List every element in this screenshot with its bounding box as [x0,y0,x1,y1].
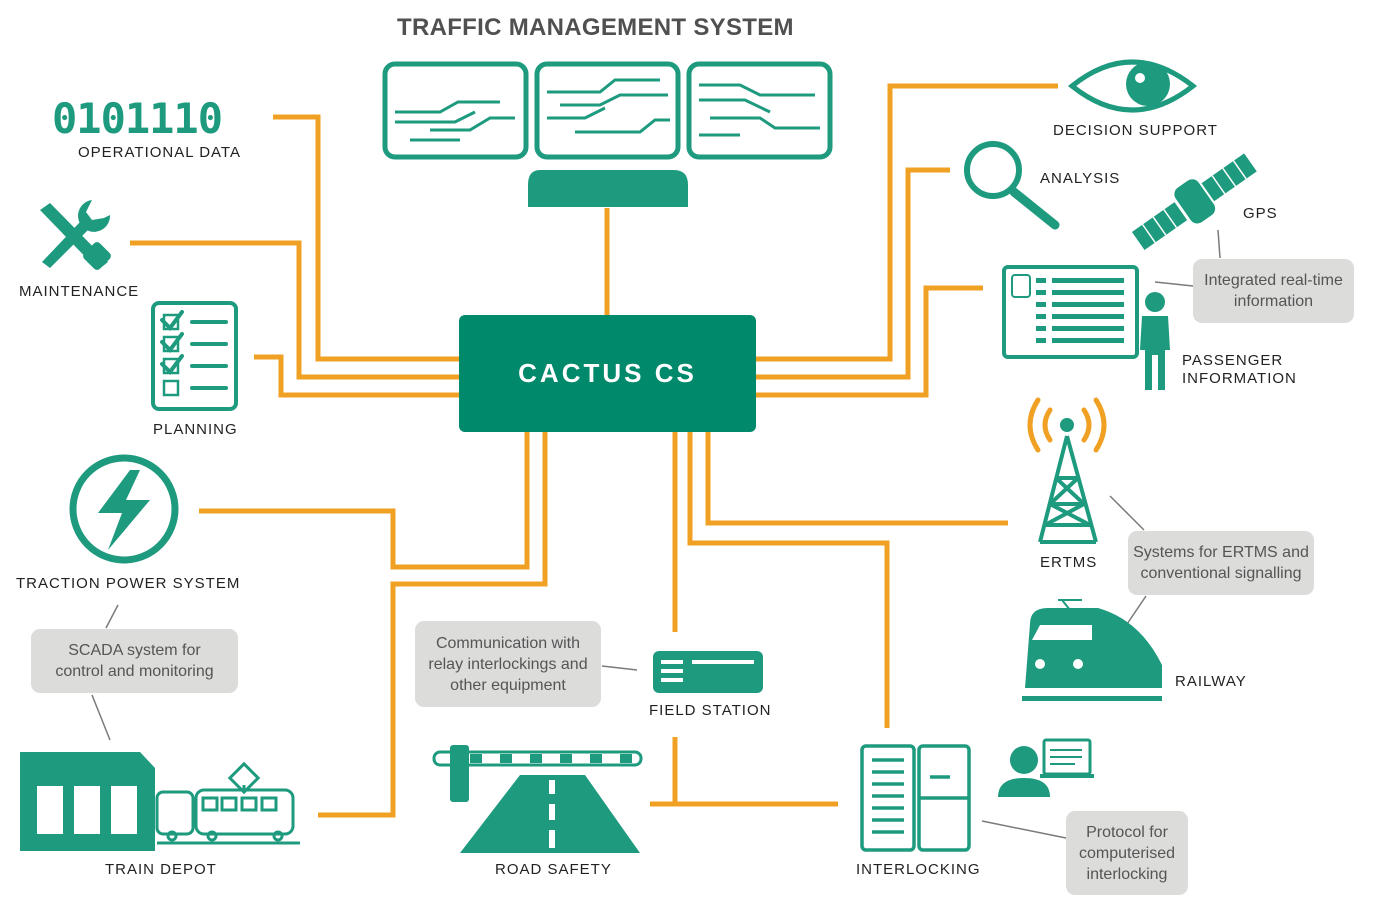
note-line: Systems for ERTMS and [1133,544,1309,561]
note-line: Integrated real-time [1204,272,1343,289]
label-traction-power: TRACTION POWER SYSTEM [16,575,241,592]
info-board-icon [1002,265,1139,359]
note-protocol: Protocol for computerised interlocking [1066,811,1188,895]
satellite-icon [1131,153,1257,250]
binary-icon: 0101110 [52,94,223,143]
label-railway: RAILWAY [1175,673,1247,690]
note-line: relay interlockings and [428,655,588,673]
depot-icon [20,752,155,851]
label-road-safety: ROAD SAFETY [495,861,612,878]
tools-icon [40,200,111,270]
checklist-icon [151,301,238,411]
eye-icon [1067,59,1198,113]
label-decision-support: DECISION SUPPORT [1053,122,1218,139]
road-barrier-icon [432,745,643,853]
label-field-station: FIELD STATION [649,702,772,719]
note-line: control and monitoring [55,663,214,680]
note-line: information [1233,293,1314,310]
note-line: interlocking [1086,865,1168,883]
note-line: Protocol for [1086,823,1168,841]
tram-icon [155,761,300,845]
callout-lines [91,229,1221,839]
connector-lines [130,83,1058,818]
note-line: Communication with [435,634,581,652]
magnifier-icon [964,141,1060,230]
note-communication: Communication with relay interlockings an… [415,621,601,707]
field-station-icon [653,651,763,693]
train-icon [959,599,1162,701]
label-passenger-info-2: INFORMATION [1182,370,1297,387]
label-maintenance: MAINTENANCE [19,283,140,300]
note-ertms-signalling: Systems for ERTMS and conventional signal… [1128,531,1314,595]
note-line: computerised [1078,844,1176,862]
note-line: SCADA system for [68,642,201,659]
label-gps: GPS [1243,205,1278,222]
lightning-icon [69,454,179,564]
label-ertms: ERTMS [1040,554,1098,571]
antenna-icon [1027,397,1107,544]
note-line: conventional signalling [1140,565,1302,582]
page-title: TRAFFIC MANAGEMENT SYSTEM [397,14,794,41]
label-analysis: ANALYSIS [1040,170,1121,187]
operator-icon [998,738,1094,797]
label-planning: PLANNING [153,421,238,438]
note-realtime-info: Integrated real-time information [1193,259,1354,323]
label-passenger-info-1: PASSENGER [1182,352,1284,369]
monitor-icon [382,61,833,207]
label-interlocking: INTERLOCKING [856,861,981,878]
center-node-box[interactable]: CACTUS CS [459,315,756,432]
note-scada: SCADA system for control and monitoring [31,629,238,693]
center-node-label: CACTUS CS [518,358,697,388]
person-icon [1140,292,1170,390]
server-icon [860,744,971,852]
note-line: other equipment [450,676,566,694]
label-operational-data: OPERATIONAL DATA [78,144,241,161]
label-train-depot: TRAIN DEPOT [105,861,217,878]
